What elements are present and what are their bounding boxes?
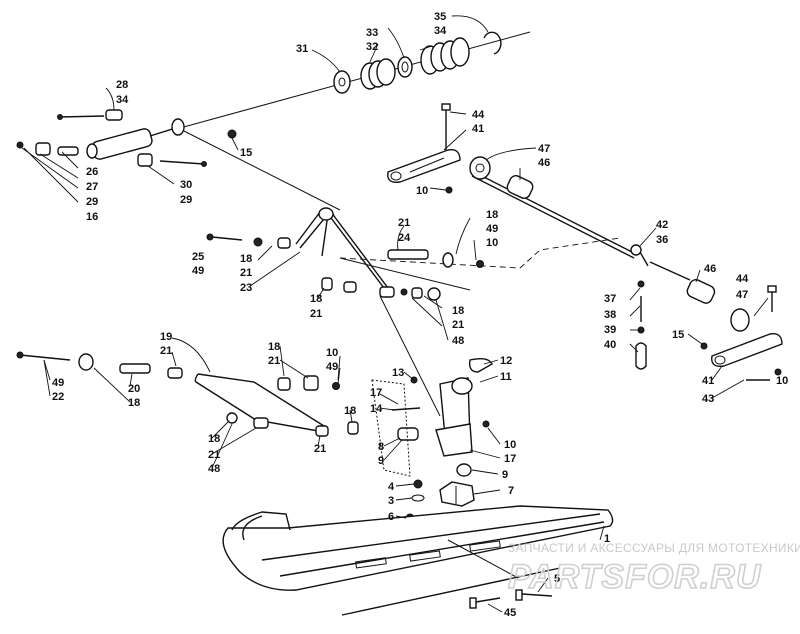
callout: 21 [452, 319, 464, 331]
callout: 21 [398, 217, 410, 229]
callout: 18 [268, 341, 280, 353]
callout: 1 [604, 533, 610, 545]
callout: 17 [504, 453, 516, 465]
callout: 49 [486, 223, 498, 235]
callout: 5 [554, 573, 560, 585]
callout: 18 [310, 293, 322, 305]
callout: 18 [240, 253, 252, 265]
callout: 15 [240, 147, 252, 159]
callout: 4 [388, 481, 395, 493]
callout: 9 [502, 469, 508, 481]
callout: 40 [604, 339, 616, 351]
callout: 27 [86, 181, 98, 193]
callout: 7 [508, 485, 514, 497]
callout: 22 [52, 391, 64, 403]
callout: 34 [116, 94, 129, 106]
callout: 44 [472, 109, 485, 121]
callout: 23 [240, 282, 252, 294]
callout: 21 [208, 449, 220, 461]
callout: 10 [504, 439, 516, 451]
upper-a-arm [206, 207, 484, 301]
callout: 26 [86, 166, 98, 178]
callout: 28 [116, 79, 128, 91]
callout: 41 [472, 123, 484, 135]
callout: 20 [128, 383, 140, 395]
callout: 10 [416, 185, 428, 197]
callout: 49 [326, 361, 338, 373]
callout: 43 [702, 393, 714, 405]
callout: 47 [736, 289, 748, 301]
callout: 17 [370, 387, 382, 399]
callout: 29 [86, 196, 98, 208]
callout: 21 [268, 355, 280, 367]
watermark: ЗАПЧАСТИ И АКСЕССУАРЫ ДЛЯ МОТОТЕХНИКИ PA… [507, 541, 800, 597]
callout: 18 [208, 433, 220, 445]
callout: 48 [208, 463, 220, 475]
callout: 33 [366, 27, 378, 39]
callout: 34 [434, 25, 447, 37]
callout: 21 [160, 345, 172, 357]
reference-line [339, 237, 621, 269]
callout: 19 [160, 331, 172, 343]
callout: 37 [604, 293, 616, 305]
callout: 18 [452, 305, 464, 317]
ski [222, 505, 614, 616]
callout: 10 [486, 237, 498, 249]
callout: 29 [180, 194, 192, 206]
callout: 9 [378, 455, 384, 467]
callout: 18 [344, 405, 356, 417]
callout: 47 [538, 143, 550, 155]
callout: 35 [434, 11, 446, 23]
sway-bar-assembly [387, 103, 783, 381]
callout: 46 [704, 263, 716, 275]
callout: 15 [672, 329, 684, 341]
callout-labels: 35 34 33 32 31 28 34 15 26 27 29 16 30 2… [52, 11, 788, 619]
callout: 24 [398, 232, 411, 244]
callout: 39 [604, 324, 616, 336]
watermark-logo: PARTSFOR.RU [508, 558, 762, 596]
callout: 25 [192, 251, 204, 263]
callout: 10 [326, 347, 338, 359]
callout: 8 [378, 441, 384, 453]
lower-a-arm [16, 351, 359, 437]
callout: 30 [180, 179, 192, 191]
callout: 10 [776, 375, 788, 387]
leader-lines [21, 15, 769, 613]
callout: 49 [52, 377, 64, 389]
watermark-caption: ЗАПЧАСТИ И АКСЕССУАРЫ ДЛЯ МОТОТЕХНИКИ [508, 541, 800, 555]
callout: 38 [604, 309, 616, 321]
callout: 42 [656, 219, 668, 231]
upper-shock-assembly [16, 31, 531, 211]
callout: 11 [500, 371, 512, 383]
callout: 32 [366, 41, 378, 53]
callout: 13 [392, 367, 404, 379]
callout: 46 [538, 157, 550, 169]
callout: 21 [310, 308, 322, 320]
callout: 41 [702, 375, 714, 387]
callout: 36 [656, 234, 668, 246]
callout: 49 [192, 265, 204, 277]
callout: 6 [388, 511, 394, 523]
callout: 48 [452, 335, 464, 347]
callout: 18 [128, 397, 140, 409]
callout: 12 [500, 355, 512, 367]
callout: 44 [736, 273, 749, 285]
callout: 31 [296, 43, 308, 55]
callout: 21 [240, 267, 252, 279]
callout: 45 [504, 607, 516, 619]
callout: 3 [388, 495, 394, 507]
callout: 14 [370, 403, 383, 415]
callout: 18 [486, 209, 498, 221]
callout: 21 [314, 443, 326, 455]
callout: 16 [86, 211, 98, 223]
spindle-assembly [371, 295, 493, 523]
